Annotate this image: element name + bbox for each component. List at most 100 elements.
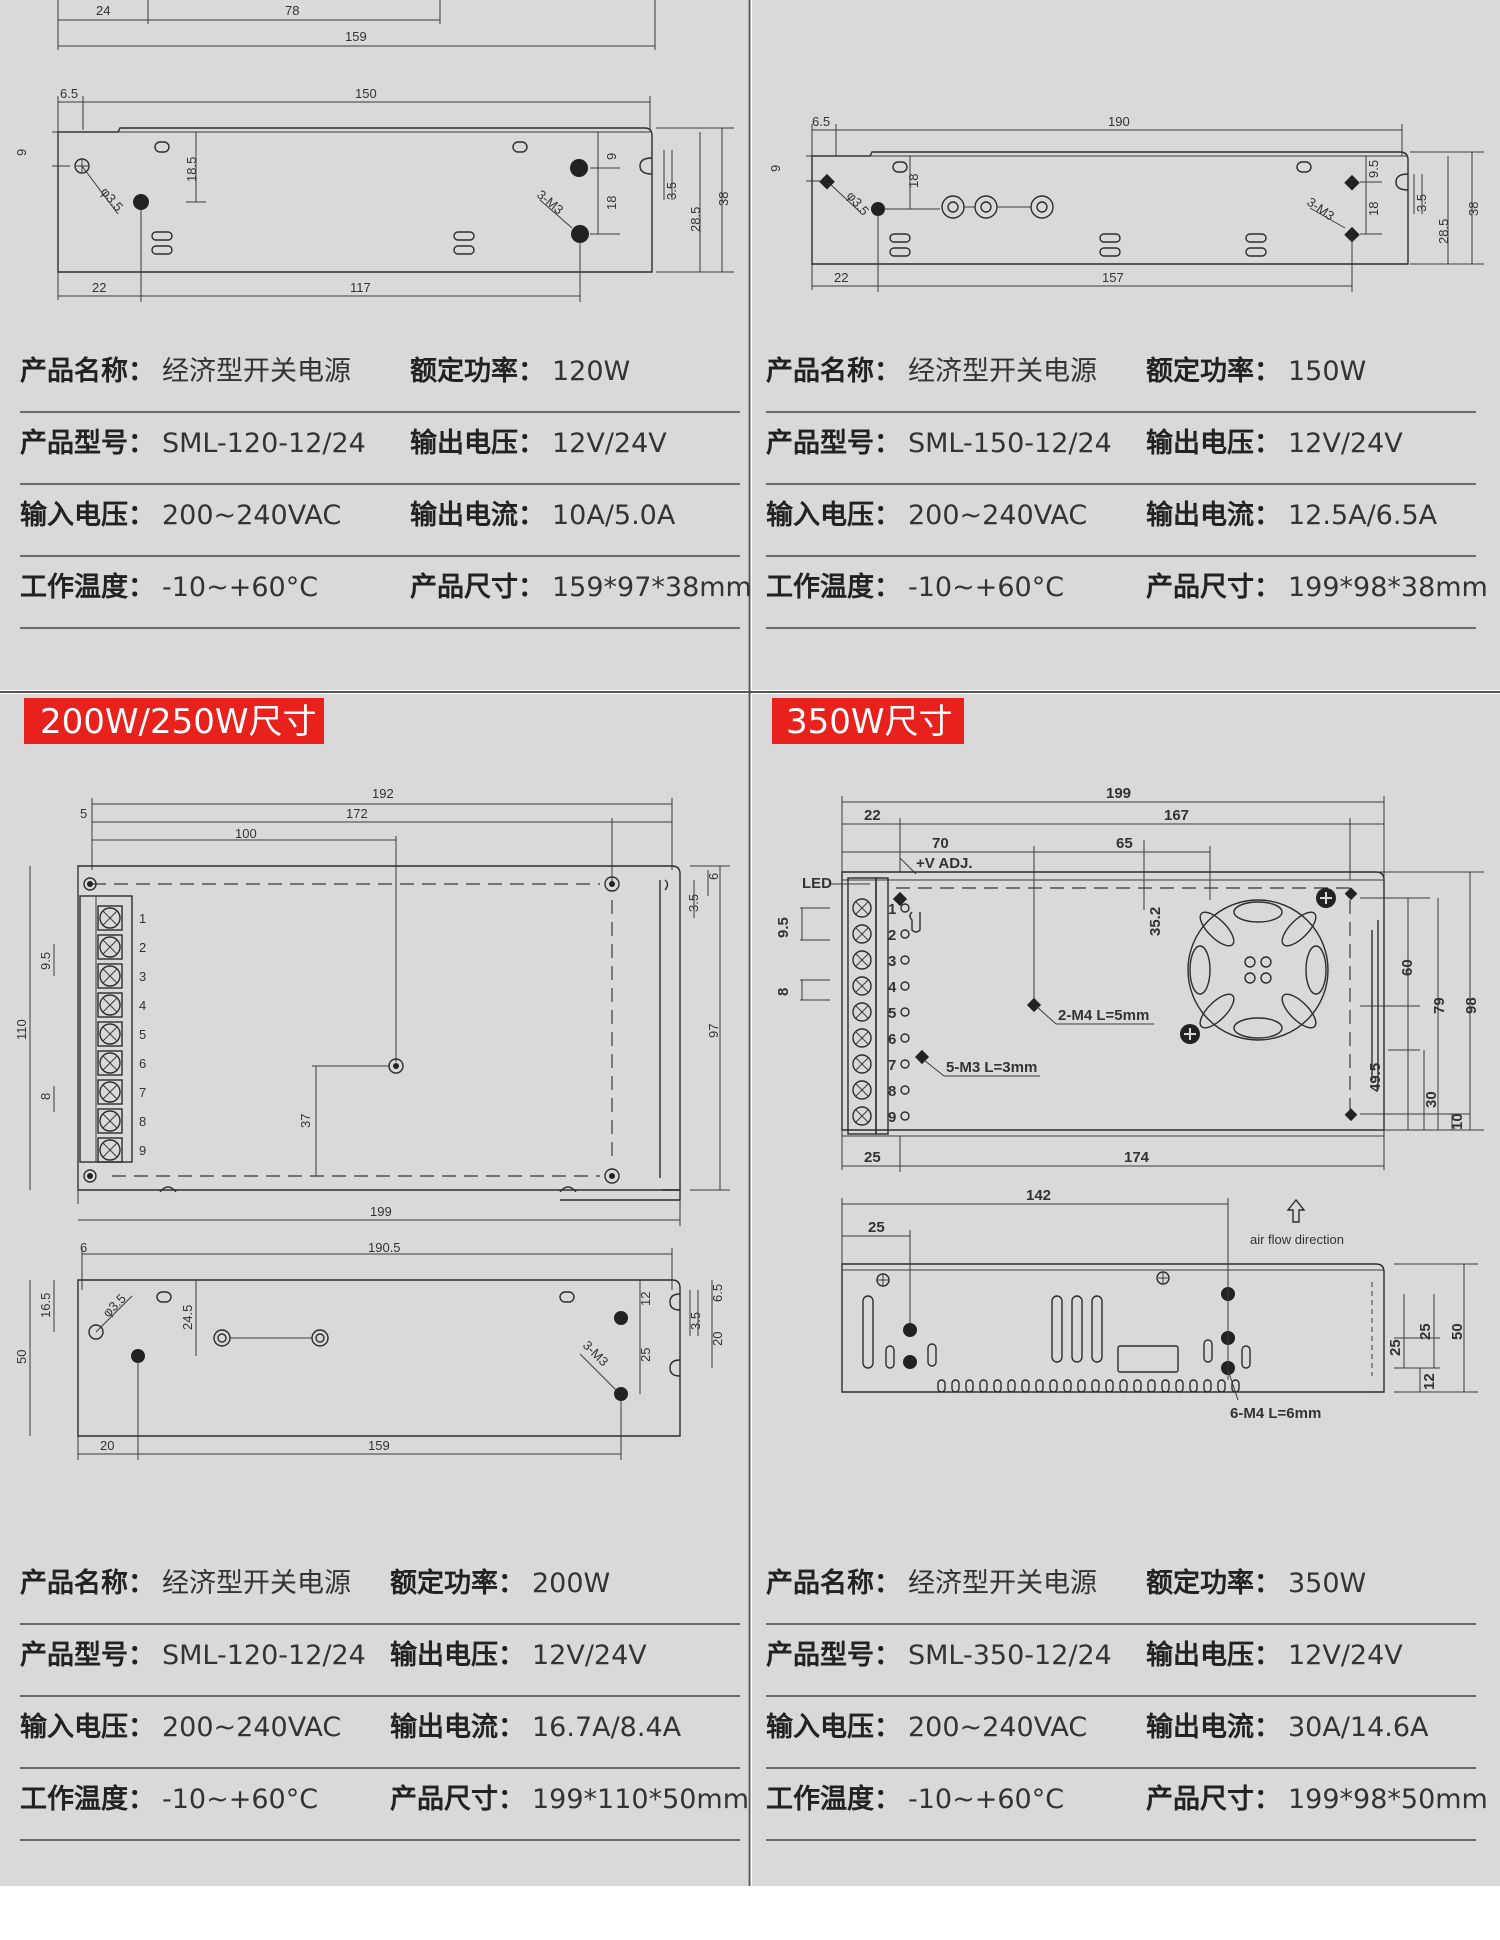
dim-22: 22 [92, 280, 106, 295]
dim-25-top: 25 [868, 1219, 885, 1236]
dim-9-right: 9 [604, 153, 619, 160]
terminal-number: 7 [139, 1085, 146, 1100]
dim-25: 25 [638, 1348, 653, 1362]
spec-value: 200W [532, 1568, 610, 1599]
section-tag-200w-text: 200W/250W尺寸 [40, 702, 316, 742]
spec-label: 额定功率： [1146, 355, 1281, 387]
spec-label: 输出电压： [390, 1639, 525, 1671]
dim-9-left: 9 [768, 165, 783, 172]
dim-9-left: 9 [14, 149, 29, 156]
dim-97: 97 [706, 1024, 721, 1038]
label-v-adj: +V ADJ. [916, 855, 973, 872]
dim-25-b: 25 [1417, 1323, 1434, 1340]
drawing-200w-side: 6 190.5 φ3.5 3-M3 50 16.5 24.5 12 25 3.5 [14, 1240, 725, 1460]
spec-value: SML-150-12/24 [908, 428, 1112, 459]
spec-value: 12V/24V [532, 1640, 647, 1671]
spec-label: 产品尺寸： [410, 572, 545, 603]
dim-3-5: 3.5 [664, 182, 679, 200]
dim-6-5: 6.5 [710, 1284, 725, 1302]
spec-value: 199*98*50mm [1288, 1784, 1488, 1815]
spec-value: 30A/14.6A [1288, 1712, 1429, 1743]
dim-20: 20 [710, 1332, 725, 1346]
drawing-350w-top: 199 22 167 70 65 +V ADJ. [775, 785, 1484, 1172]
dim-3-5: 3.5 [688, 1312, 703, 1330]
spec-label: 产品型号： [20, 1640, 155, 1671]
spec-value: SML-120-12/24 [162, 428, 366, 459]
panel-bg-350w [752, 694, 1500, 1886]
spec-label: 工作温度： [20, 1783, 155, 1815]
spec-label: 输入电压： [20, 1711, 155, 1743]
dim-142: 142 [1026, 1187, 1051, 1204]
panel-bg-150w [752, 0, 1500, 690]
label-2-m4: 2-M4 L=5mm [1058, 1007, 1149, 1024]
spec-label: 输出电流： [1146, 1711, 1281, 1743]
terminal-number: 2 [888, 927, 896, 944]
section-tag-350w: 350W尺寸 [772, 698, 964, 744]
spec-value: 200~240VAC [908, 1712, 1087, 1743]
spec-value: -10~+60°C [162, 1784, 318, 1815]
dim-3-5: 3.5 [1414, 194, 1429, 212]
spec-label: 产品尺寸： [1146, 1784, 1281, 1815]
dim-159: 159 [345, 29, 367, 44]
dim-37: 37 [298, 1114, 313, 1128]
spec-label: 产品名称： [20, 1567, 155, 1599]
dim-38: 38 [716, 192, 731, 206]
spec-label: 输出电流： [1146, 499, 1281, 531]
label-led: LED [802, 875, 832, 892]
spec-label: 产品型号： [766, 428, 901, 459]
airflow-arrow-icon [1286, 1198, 1306, 1223]
dim-8: 8 [775, 988, 792, 996]
dim-98: 98 [1463, 997, 1480, 1014]
dim-6: 6 [80, 1240, 87, 1255]
spec-value: 经济型开关电源 [162, 356, 351, 387]
dim-159: 159 [368, 1438, 390, 1453]
terminal-number: 1 [139, 911, 146, 926]
dim-3-5: 3.5 [686, 894, 701, 912]
terminal-number: 4 [139, 998, 146, 1013]
spec-label: 输出电压： [410, 427, 545, 459]
dim-190-5: 190.5 [368, 1240, 401, 1255]
dim-199: 199 [1106, 785, 1131, 802]
dim-20-bottom: 20 [100, 1438, 114, 1453]
spec-value: 12V/24V [1288, 428, 1403, 459]
spec-value: -10~+60°C [162, 572, 318, 603]
spec-label: 产品型号： [766, 1640, 901, 1671]
dim-50: 50 [14, 1350, 29, 1364]
dim-172: 172 [346, 806, 368, 821]
dim-6-5: 6.5 [812, 114, 830, 129]
dim-22: 22 [834, 270, 848, 285]
spec-value: 12V/24V [552, 428, 667, 459]
label-airflow: air flow direction [1250, 1232, 1344, 1247]
drawing-120w: 24 78 159 6.5 150 φ3.5 3-M3 [14, 0, 734, 302]
spec-value: -10~+60°C [908, 1784, 1064, 1815]
spec-value: 200~240VAC [162, 1712, 341, 1743]
dim-190: 190 [1108, 114, 1130, 129]
dim-60: 60 [1399, 959, 1416, 976]
panel-bg-120w [0, 0, 748, 690]
spec-value: 200~240VAC [908, 500, 1087, 531]
spec-label: 额定功率： [410, 355, 545, 387]
dim-12: 12 [638, 1292, 653, 1306]
dim-199: 199 [370, 1204, 392, 1219]
dim-174: 174 [1124, 1149, 1150, 1166]
spec-label: 输入电压： [20, 499, 155, 531]
dim-9-5: 9.5 [38, 952, 53, 970]
spec-label: 产品型号： [20, 428, 155, 459]
dim-167: 167 [1164, 807, 1189, 824]
spec-label: 产品名称： [766, 1567, 901, 1599]
dim-78: 78 [285, 3, 299, 18]
dim-9-5: 9.5 [775, 917, 792, 938]
spec-value: 经济型开关电源 [908, 1568, 1097, 1599]
spec-value: 经济型开关电源 [162, 1568, 351, 1599]
dim-18: 18 [604, 196, 619, 210]
dim-38: 38 [1466, 202, 1481, 216]
dim-5: 5 [80, 806, 87, 821]
dim-49-5: 49.5 [1367, 1063, 1384, 1092]
dim-50: 50 [1449, 1323, 1466, 1340]
spec-label: 输入电压： [766, 499, 901, 531]
dim-79: 79 [1431, 997, 1448, 1014]
